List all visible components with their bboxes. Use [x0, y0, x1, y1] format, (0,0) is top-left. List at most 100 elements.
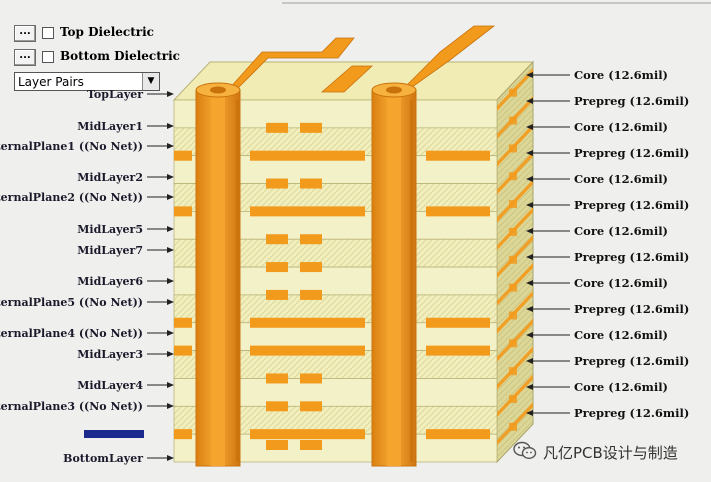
- layer-label: MidLayer7: [77, 244, 143, 257]
- signal-pad: [300, 401, 322, 412]
- signal-pad: [266, 440, 288, 450]
- arrow-head-icon: [526, 72, 533, 78]
- dielectric-label: Core (12.6mil): [574, 68, 668, 82]
- dielectric-label: Prepreg (12.6mil): [574, 354, 689, 368]
- wechat-icon: [513, 441, 537, 460]
- signal-pad: [266, 122, 288, 133]
- arrow-head-icon: [526, 280, 533, 286]
- via-hole: [386, 86, 402, 94]
- plane-copper: [174, 345, 192, 356]
- arrow-head-icon: [526, 124, 533, 130]
- arrow-head-icon: [167, 91, 174, 97]
- signal-pad: [266, 401, 288, 412]
- side-pad: [509, 227, 517, 236]
- arrow-head-icon: [526, 150, 533, 156]
- arrow-head-icon: [167, 278, 174, 284]
- signal-pad: [266, 289, 288, 300]
- plane-copper: [426, 206, 490, 217]
- signal-pad: [300, 122, 322, 133]
- arrow-head-icon: [167, 455, 174, 461]
- dielectric-label: Prepreg (12.6mil): [574, 146, 689, 160]
- plane-copper: [426, 150, 490, 161]
- side-pad: [509, 367, 517, 376]
- signal-pad: [300, 178, 322, 189]
- arrow-head-icon: [526, 228, 533, 234]
- layer-label: BottomLayer: [63, 452, 143, 465]
- via-core: [211, 90, 225, 466]
- dielectric-labels: Core (12.6mil) Prepreg (12.6mil) Core (12.…: [526, 68, 689, 420]
- arrow-head-icon: [526, 306, 533, 312]
- plane-copper: [426, 317, 490, 328]
- signal-pad: [266, 373, 288, 384]
- arrow-head-icon: [167, 382, 174, 388]
- dielectric-label: Prepreg (12.6mil): [574, 250, 689, 264]
- dielectric-label: Core (12.6mil): [574, 328, 668, 342]
- selection-highlight: [84, 430, 144, 438]
- plane-copper: [250, 150, 365, 161]
- plane-copper: [174, 206, 192, 217]
- arrow-head-icon: [526, 332, 533, 338]
- plane-copper: [174, 150, 192, 161]
- dielectric-label: Prepreg (12.6mil): [574, 198, 689, 212]
- layer-label: MidLayer1: [77, 120, 143, 133]
- watermark: 凡亿PCB设计与制造: [513, 440, 703, 464]
- via-hole: [210, 86, 226, 94]
- side-pad: [509, 200, 517, 209]
- top-dielectric-checkbox[interactable]: [42, 27, 54, 39]
- side-pad: [509, 255, 517, 264]
- bottom-dielectric-settings-button[interactable]: ...: [14, 49, 36, 66]
- layer-label: InternalPlane5 ((No Net)): [0, 296, 143, 309]
- via-core: [387, 90, 401, 466]
- signal-pad: [266, 178, 288, 189]
- dielectric-label: Prepreg (12.6mil): [574, 406, 689, 420]
- plane-copper: [250, 345, 365, 356]
- bottom-dielectric-checkbox[interactable]: [42, 51, 54, 63]
- chevron-down-icon[interactable]: ▼: [142, 73, 159, 90]
- plane-copper: [250, 317, 365, 328]
- top-trace: [205, 37, 355, 91]
- side-pad: [509, 144, 517, 153]
- side-pad: [509, 422, 517, 431]
- plane-copper: [174, 317, 192, 328]
- dielectric-label: Core (12.6mil): [574, 172, 668, 186]
- arrow-head-icon: [167, 330, 174, 336]
- arrow-head-icon: [167, 247, 174, 253]
- layer-label: InternalPlane1 ((No Net)): [0, 140, 143, 153]
- top-trace: [320, 65, 374, 93]
- layer-mode-select[interactable]: Layer Pairs ▼: [14, 72, 160, 91]
- side-pad: [509, 283, 517, 292]
- layer-label: InternalPlane3 ((No Net)): [0, 400, 143, 413]
- signal-pad: [300, 440, 322, 450]
- side-pad: [509, 172, 517, 181]
- dielectric-label: Core (12.6mil): [574, 276, 668, 290]
- stackup-body: [172, 2, 711, 467]
- arrow-head-icon: [526, 202, 533, 208]
- signal-pad: [300, 289, 322, 300]
- watermark-text: 凡亿PCB设计与制造: [543, 444, 678, 462]
- arrow-head-icon: [526, 176, 533, 182]
- signal-pad: [300, 373, 322, 384]
- dielectric-label: Prepreg (12.6mil): [574, 302, 689, 316]
- side-pad: [509, 311, 517, 320]
- arrow-head-icon: [526, 358, 533, 364]
- layer-label: InternalPlane4 ((No Net)): [0, 327, 143, 340]
- dielectric-label: Core (12.6mil): [574, 120, 668, 134]
- arrow-head-icon: [167, 143, 174, 149]
- signal-pad: [300, 234, 322, 245]
- plane-copper: [250, 429, 365, 440]
- arrow-head-icon: [167, 194, 174, 200]
- side-pad: [509, 395, 517, 404]
- arrow-head-icon: [526, 410, 533, 416]
- dielectric-label: Core (12.6mil): [574, 224, 668, 238]
- top-dielectric-settings-button[interactable]: ...: [14, 25, 36, 42]
- arrow-head-icon: [167, 403, 174, 409]
- arrow-head-icon: [526, 254, 533, 260]
- arrow-head-icon: [167, 226, 174, 232]
- layer-label: TopLayer: [87, 88, 143, 101]
- layer-label: MidLayer2: [77, 171, 143, 184]
- signal-pad: [266, 234, 288, 245]
- plane-copper: [174, 429, 192, 440]
- plane-copper: [250, 206, 365, 217]
- side-pad: [509, 116, 517, 125]
